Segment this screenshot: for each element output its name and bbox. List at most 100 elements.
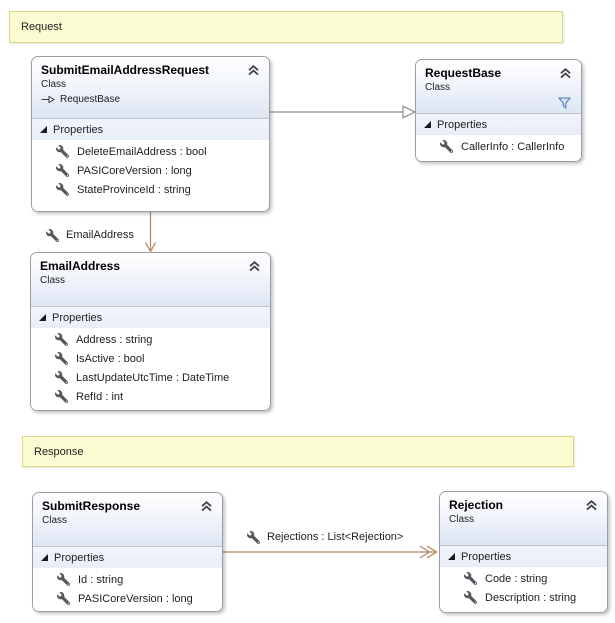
property-text: Id : string [78,573,124,586]
collapse-chevron-icon[interactable] [247,65,260,76]
property-text: PASICoreVersion : long [78,592,193,605]
property-wrench-icon [55,371,68,384]
class-kind: Class [41,79,67,90]
properties-section-header[interactable]: Properties [33,547,222,568]
property-wrench-icon [56,145,69,158]
section-label: Properties [53,123,104,136]
property-wrench-icon [55,333,68,346]
property-text: StateProvinceId : string [77,183,191,196]
property-wrench-icon [56,183,69,196]
property-row[interactable]: PASICoreVersion : long [33,589,222,608]
property-list: Code : string Description : string [440,567,607,607]
comment-response-label: Response [34,445,84,458]
property-row[interactable]: IsActive : bool [31,349,270,368]
properties-section-header[interactable]: Properties [416,114,581,135]
property-wrench-icon [464,572,477,585]
property-text: LastUpdateUtcTime : DateTime [76,371,230,384]
inherits-label: RequestBase [60,94,121,105]
class-kind: Class [425,82,451,93]
association-connector-rejections[interactable] [223,543,441,561]
class-title: Rejection [449,498,504,512]
inheritance-connector[interactable] [270,103,417,121]
property-wrench-icon [46,228,59,242]
property-wrench-icon [55,352,68,365]
property-wrench-icon [464,591,477,604]
comment-response[interactable]: Response [22,436,574,467]
class-title: SubmitResponse [42,499,141,513]
expander-icon[interactable] [448,553,455,560]
class-box-submitemailaddressrequest[interactable]: SubmitEmailAddressRequest Class RequestB… [31,56,270,212]
property-row[interactable]: LastUpdateUtcTime : DateTime [31,368,270,387]
association-label-text: EmailAddress [66,229,134,241]
properties-compartment: Properties Id : string PASICoreVersion :… [33,546,222,611]
section-label: Properties [54,551,105,564]
property-row[interactable]: Id : string [33,570,222,589]
property-row[interactable]: Code : string [440,569,607,588]
expander-icon[interactable] [41,554,48,561]
class-title: EmailAddress [40,259,121,273]
property-text: RefId : int [76,390,124,403]
collapse-chevron-icon[interactable] [248,261,261,272]
property-text: DeleteEmailAddress : bool [77,145,207,158]
properties-compartment: Properties DeleteEmailAddress : bool PAS… [32,118,269,211]
property-row[interactable]: Address : string [31,330,270,349]
properties-section-header[interactable]: Properties [440,546,607,567]
property-wrench-icon [247,530,260,544]
class-header: EmailAddress Class [31,253,270,306]
property-row[interactable]: CallerInfo : CallerInfo [416,137,581,156]
section-label: Properties [52,311,103,324]
section-label: Properties [461,550,512,563]
inheritance-arrow-icon [41,95,55,104]
property-wrench-icon [55,390,68,403]
class-box-emailaddress[interactable]: EmailAddress Class Properties Address : … [30,252,271,411]
property-list: Address : string IsActive : bool LastUpd… [31,328,270,406]
properties-compartment: Properties CallerInfo : CallerInfo [416,113,581,161]
class-title: RequestBase [425,66,502,80]
class-title: SubmitEmailAddressRequest [41,63,210,77]
property-list: Id : string PASICoreVersion : long [33,568,222,608]
property-wrench-icon [57,573,70,586]
class-box-requestbase[interactable]: RequestBase Class Properties [415,59,582,162]
property-text: PASICoreVersion : long [77,164,192,177]
association-connector-emailaddress[interactable] [142,212,159,253]
property-list: CallerInfo : CallerInfo [416,135,581,156]
collapse-chevron-icon[interactable] [200,501,213,512]
section-label: Properties [437,118,488,131]
properties-compartment: Properties Code : string Description : s… [440,545,607,612]
property-wrench-icon [57,592,70,605]
property-row[interactable]: PASICoreVersion : long [32,161,269,180]
class-box-rejection[interactable]: Rejection Class Properties Code : string [439,491,608,613]
expander-icon[interactable] [424,121,431,128]
property-text: IsActive : bool [76,352,145,365]
association-label-text: Rejections : List<Rejection> [267,531,404,543]
properties-section-header[interactable]: Properties [31,307,270,328]
expander-icon[interactable] [39,314,46,321]
property-text: Code : string [485,572,548,585]
property-wrench-icon [56,164,69,177]
class-header: Rejection Class [440,492,607,545]
comment-request[interactable]: Request [9,11,563,43]
class-header: SubmitEmailAddressRequest Class RequestB… [32,57,269,118]
class-box-submitresponse[interactable]: SubmitResponse Class Properties Id : str… [32,492,223,612]
property-row[interactable]: StateProvinceId : string [32,180,269,199]
collapse-chevron-icon[interactable] [559,68,572,79]
expander-icon[interactable] [40,126,47,133]
class-kind: Class [42,515,68,526]
class-header: RequestBase Class [416,60,581,113]
properties-section-header[interactable]: Properties [32,119,269,140]
association-label-rejections[interactable]: Rejections : List<Rejection> [247,529,403,545]
comment-request-label: Request [21,21,62,33]
property-text: CallerInfo : CallerInfo [461,140,565,153]
filter-icon[interactable] [558,97,571,109]
property-text: Address : string [76,333,153,346]
property-row[interactable]: DeleteEmailAddress : bool [32,142,269,161]
properties-compartment: Properties Address : string IsActive : b… [31,306,270,410]
property-text: Description : string [485,591,577,604]
property-wrench-icon [440,140,453,153]
collapse-chevron-icon[interactable] [585,500,598,511]
property-list: DeleteEmailAddress : bool PASICoreVersio… [32,140,269,199]
property-row[interactable]: Description : string [440,588,607,607]
property-row[interactable]: RefId : int [31,387,270,406]
association-label-emailaddress[interactable]: EmailAddress [46,227,134,243]
